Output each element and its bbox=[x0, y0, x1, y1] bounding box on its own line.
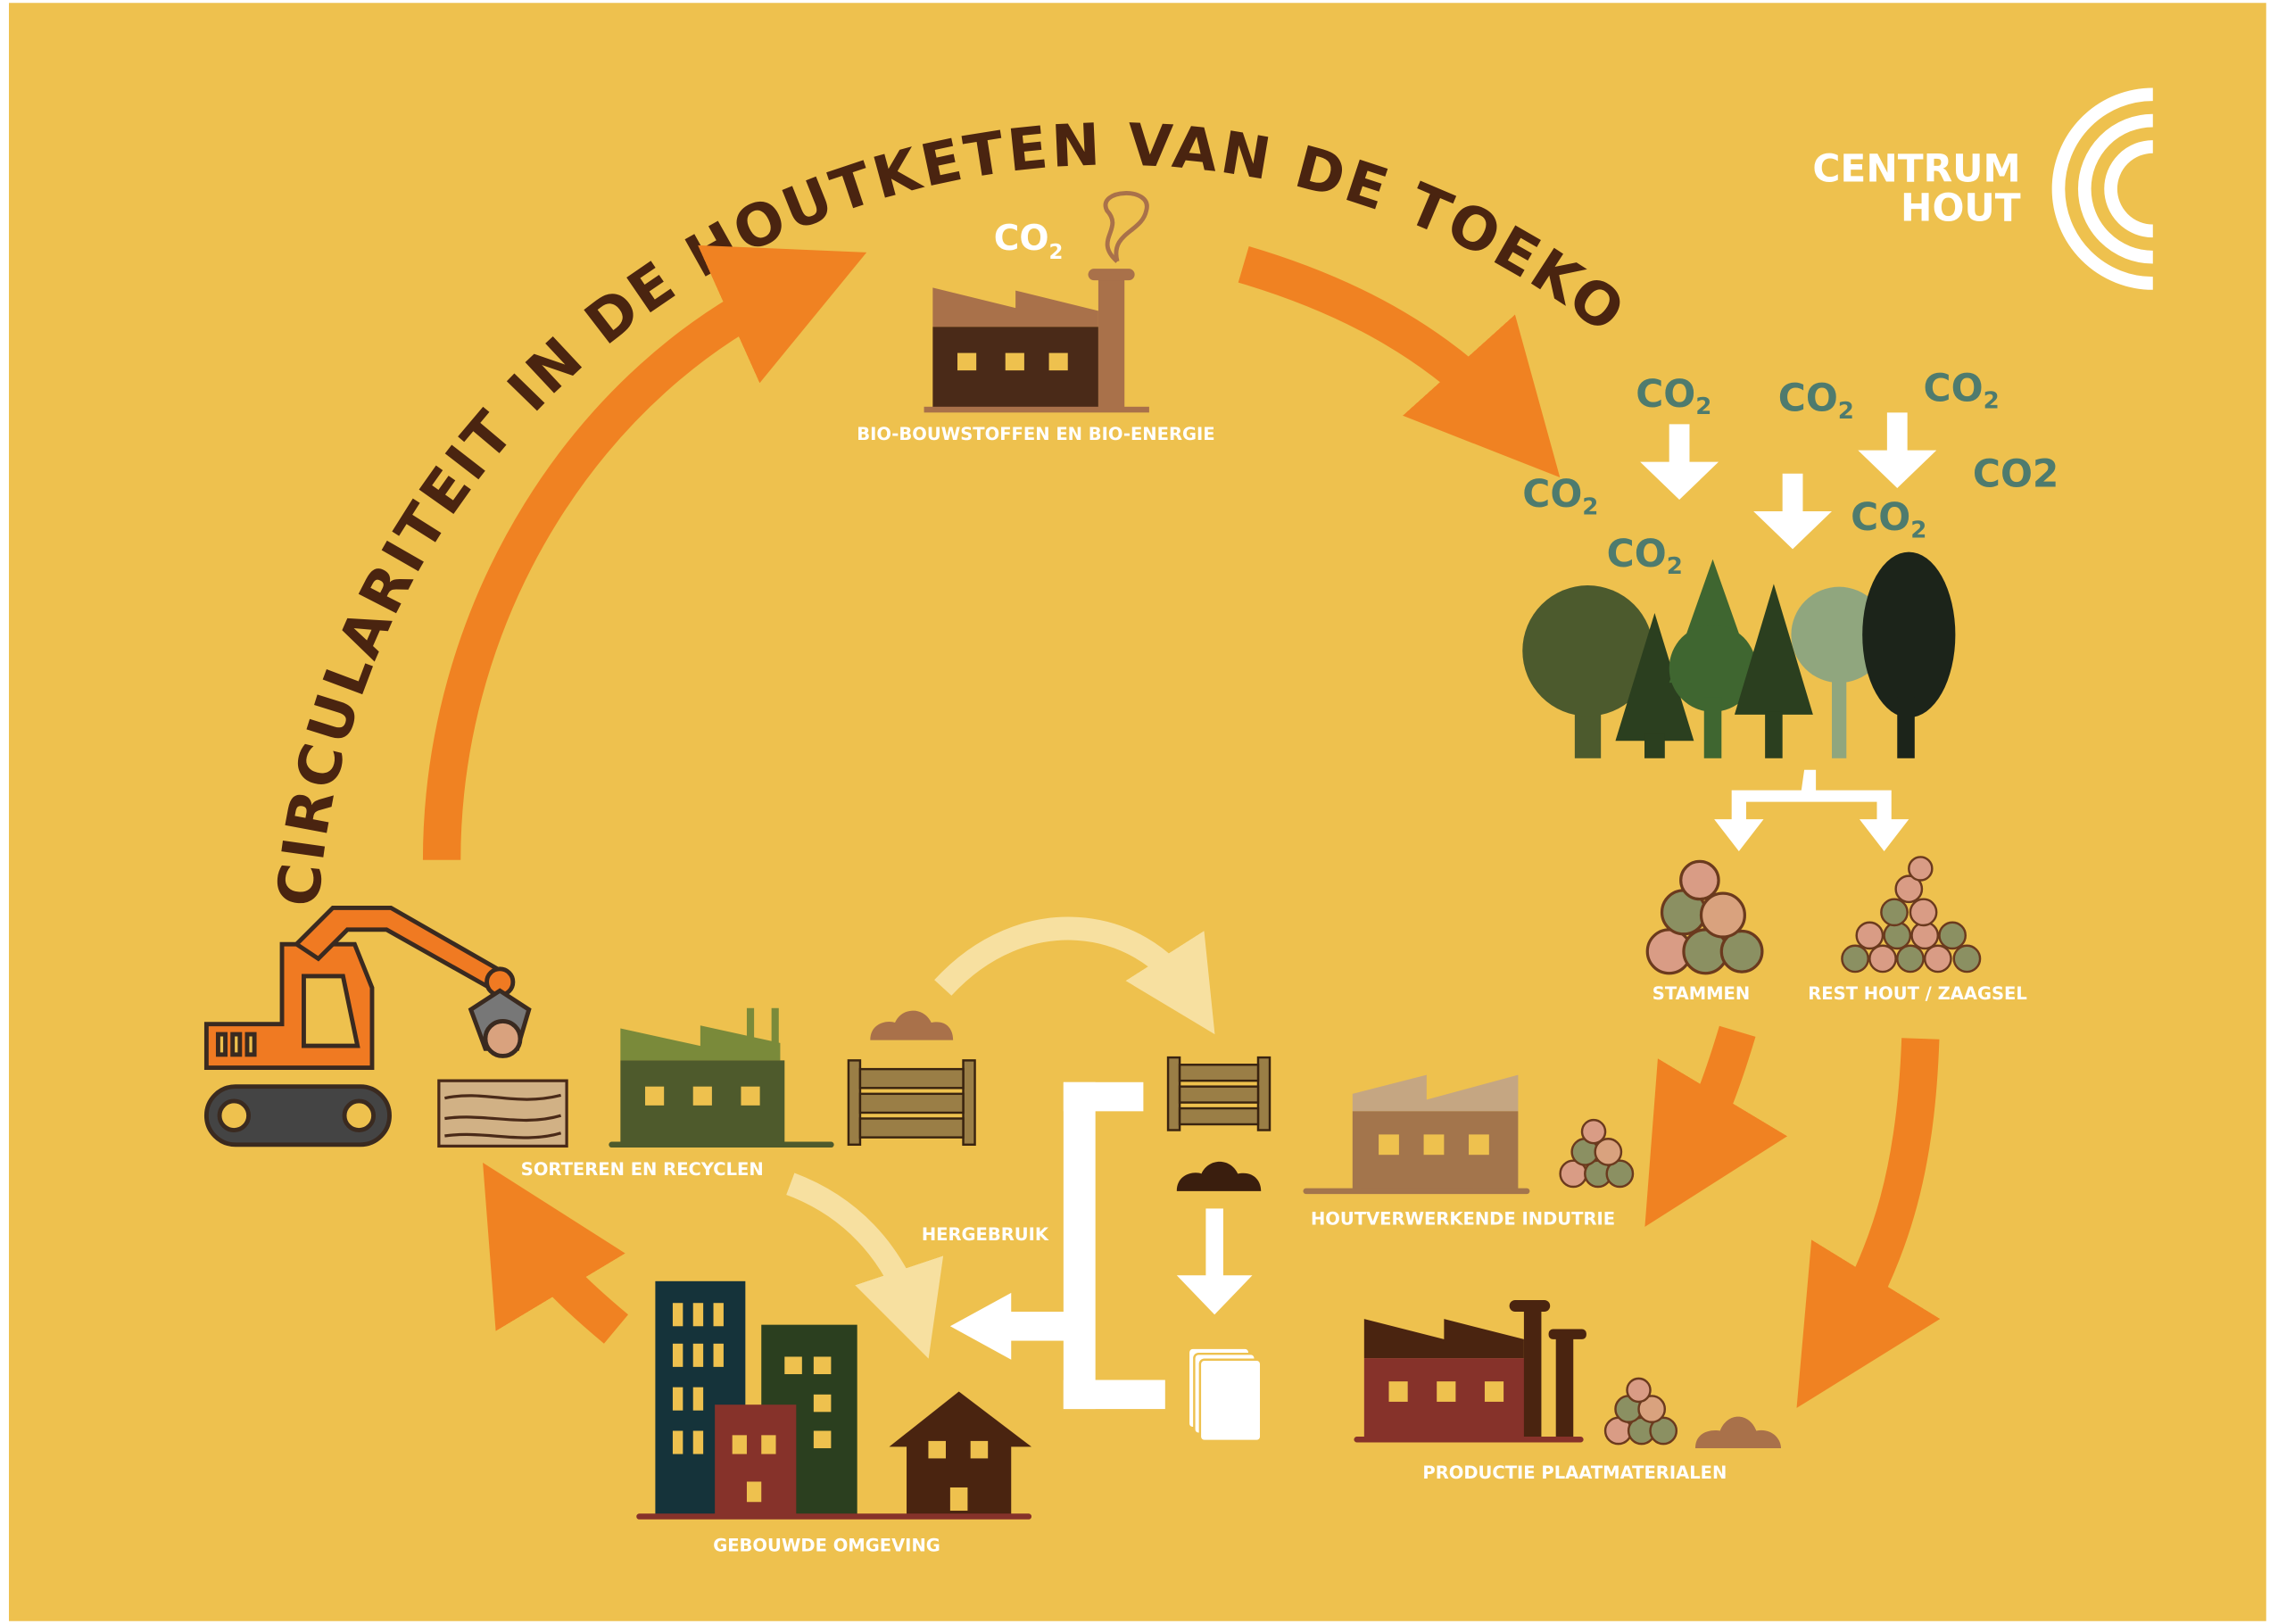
label-stammen: STAMMEN bbox=[1653, 983, 1750, 1004]
log-pile-stammen bbox=[1645, 859, 1764, 975]
boards-stack-icon bbox=[1187, 1346, 1263, 1443]
bio-factory-icon bbox=[924, 191, 1149, 413]
smoke-icon bbox=[1103, 191, 1149, 263]
svg-text:CO2: CO2 bbox=[1607, 532, 1683, 580]
wood-plank-icon bbox=[437, 1079, 568, 1148]
label-bio: BIO-BOUWSTOFFEN EN BIO-ENERGIE bbox=[857, 424, 1214, 444]
arrow-to-industry bbox=[1644, 1025, 1788, 1227]
buildings-icon bbox=[636, 1280, 1032, 1520]
label-productie: PRODUCTIE PLAATMATERIALEN bbox=[1422, 1462, 1727, 1483]
orange-cycle-arrows bbox=[422, 244, 1941, 1408]
board-production-factory-icon bbox=[1354, 1299, 1782, 1449]
label-houtverwerkende: HOUTVERWERKENDE INDUTRIE bbox=[1311, 1208, 1615, 1229]
arrow-top-right bbox=[1238, 245, 1561, 477]
svg-text:CO2: CO2 bbox=[1778, 377, 1854, 425]
excavator-icon bbox=[203, 906, 532, 1148]
sawdust-icon bbox=[1694, 1416, 1782, 1449]
log-pile-resthout bbox=[1841, 856, 1982, 974]
centrum-hout-logo: CENTRUM HOUT bbox=[1812, 87, 2154, 290]
svg-text:HOUT: HOUT bbox=[1901, 186, 2021, 229]
svg-text:CO2: CO2 bbox=[1636, 372, 1711, 420]
wood-industry-factory-icon bbox=[1303, 1074, 1635, 1195]
arrow-to-production bbox=[1796, 1038, 1941, 1408]
label-gebouwde: GEBOUWDE OMGEVING bbox=[713, 1536, 940, 1556]
co2-white-label: CO2 bbox=[994, 219, 1064, 264]
arrow-to-excavator bbox=[483, 1163, 629, 1344]
co2-labels: CO2 CO2 CO2 CO2 CO2 CO2 CO2 bbox=[1522, 366, 2058, 580]
svg-text:CO2: CO2 bbox=[1851, 495, 1926, 543]
svg-text:CO2: CO2 bbox=[1924, 366, 2000, 414]
background bbox=[8, 3, 2266, 1621]
pallet-icon bbox=[1166, 1056, 1272, 1131]
label-hergebruik: HERGEBRUIK bbox=[922, 1224, 1049, 1245]
label-sorteren: SORTEREN EN RECYCLEN bbox=[521, 1159, 764, 1180]
pallet-icon-2 bbox=[847, 1059, 976, 1147]
svg-text:CO2: CO2 bbox=[1973, 452, 2058, 495]
forest-icon bbox=[1522, 551, 1956, 758]
light-arrows bbox=[786, 916, 1215, 1359]
reuse-bracket-arrow bbox=[949, 1081, 1253, 1410]
svg-text:CO2: CO2 bbox=[1522, 472, 1598, 520]
co2-down-arrows bbox=[1640, 412, 1937, 550]
chips-icon bbox=[1176, 1161, 1262, 1191]
label-resthout: REST HOUT / ZAAGSEL bbox=[1808, 983, 2027, 1004]
arrow-up-left bbox=[422, 244, 867, 860]
split-arrow bbox=[1714, 769, 1909, 851]
sawdust-icon-2 bbox=[870, 1010, 954, 1040]
svg-text:CENTRUM: CENTRUM bbox=[1812, 146, 2020, 190]
recycling-factory-icon bbox=[609, 1007, 834, 1148]
